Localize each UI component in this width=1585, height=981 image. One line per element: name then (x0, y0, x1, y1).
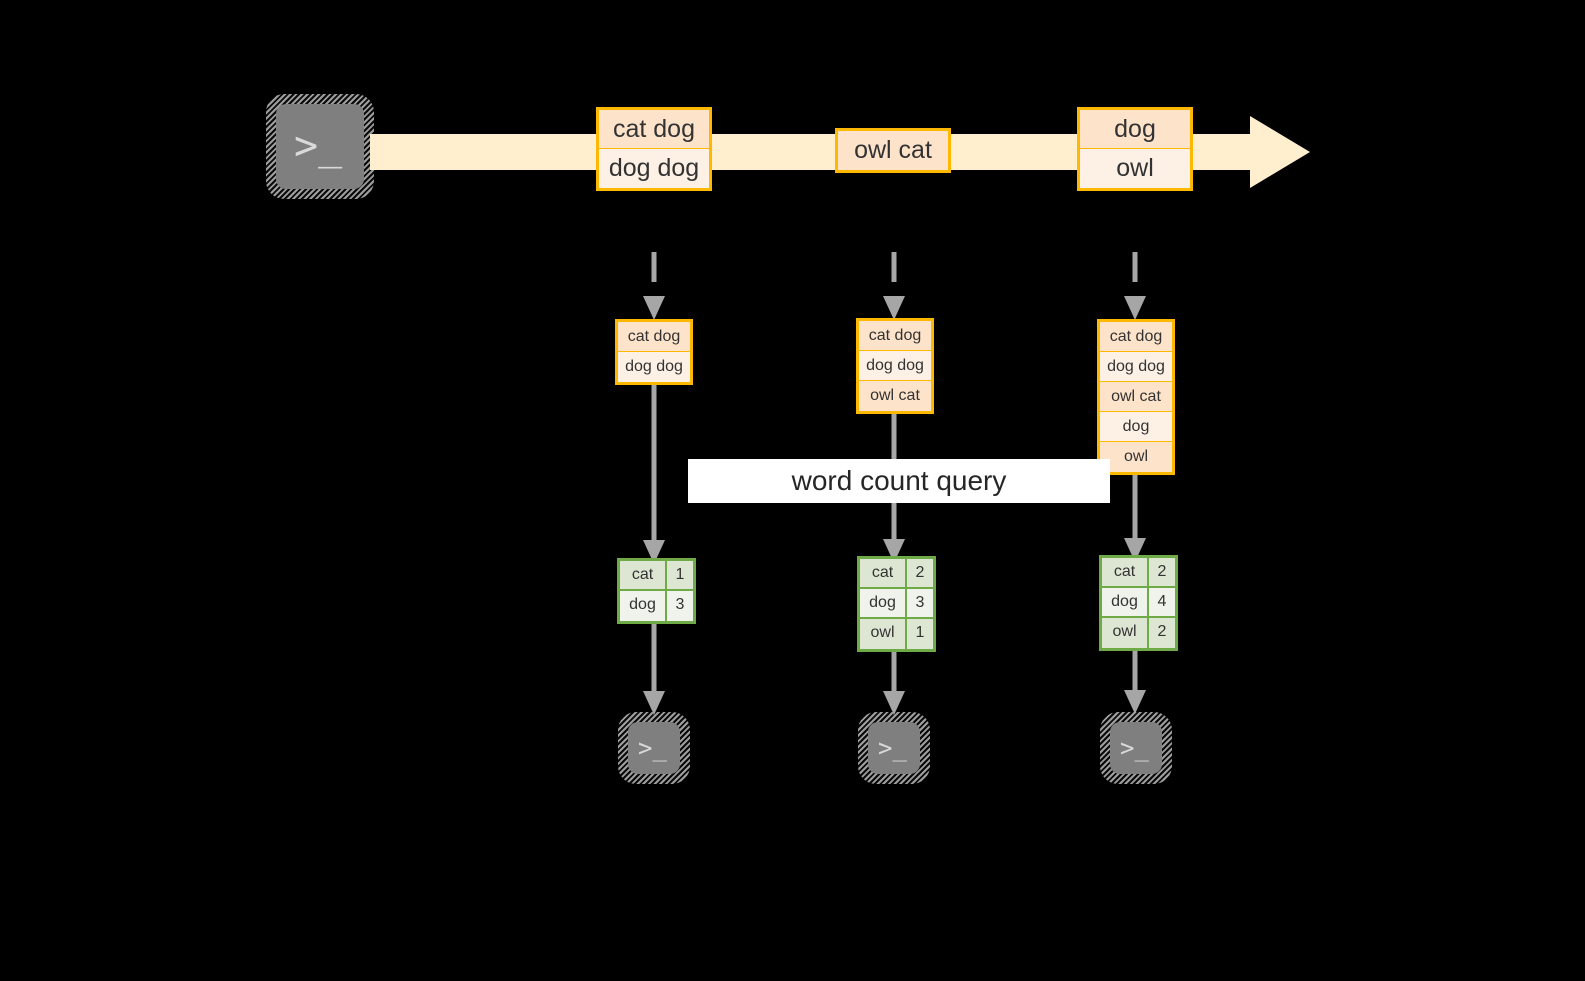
result-count: 3 (667, 591, 693, 621)
result-word: cat (620, 561, 667, 589)
snapshot-3-input-connector (1124, 252, 1146, 320)
result-row: cat 1 (620, 561, 693, 591)
buffered-record: owl (1100, 442, 1172, 472)
buffered-record: dog (1100, 412, 1172, 442)
result-row: owl 1 (860, 619, 933, 649)
stream-event-line: dog (1080, 110, 1190, 149)
result-row: dog 4 (1102, 588, 1175, 618)
snapshot-1-query-connector (643, 384, 665, 564)
buffered-record: dog dog (859, 351, 931, 381)
result-count: 2 (907, 559, 933, 587)
result-word: cat (1102, 558, 1149, 586)
result-row: cat 2 (860, 559, 933, 589)
snapshot-2-result-table: cat 2 dog 3 owl 1 (857, 556, 936, 652)
stream-event-line: owl (1080, 149, 1190, 188)
terminal-body (868, 722, 920, 774)
terminal-body (1110, 722, 1162, 774)
snapshot-3-sink-connector (1124, 650, 1146, 714)
terminal-body (628, 722, 680, 774)
terminal-body (276, 104, 364, 189)
snapshot-3-result-table: cat 2 dog 4 owl 2 (1099, 555, 1178, 651)
stream-event-line: owl cat (838, 131, 948, 170)
result-word: dog (860, 589, 907, 617)
result-word: owl (860, 619, 907, 649)
result-row: owl 2 (1102, 618, 1175, 648)
snapshot-1-record-stack: cat dog dog dog (615, 319, 693, 385)
stream-event-line: dog dog (599, 149, 709, 188)
result-word: dog (1102, 588, 1149, 616)
snapshot-3-query-connector (1124, 474, 1146, 562)
snapshot-3-sink-terminal-icon: >_ (1100, 712, 1172, 784)
result-count: 2 (1149, 558, 1175, 586)
buffered-record: dog dog (618, 352, 690, 382)
result-row: cat 2 (1102, 558, 1175, 588)
result-word: owl (1102, 618, 1149, 648)
result-count: 1 (907, 619, 933, 649)
snapshot-2-sink-connector (883, 651, 905, 715)
result-row: dog 3 (860, 589, 933, 619)
result-count: 2 (1149, 618, 1175, 648)
result-word: dog (620, 591, 667, 621)
source-terminal-icon: >_ (266, 94, 374, 199)
snapshot-3-record-stack: cat dog dog dog owl cat dog owl (1097, 319, 1175, 475)
snapshot-1-sink-connector (643, 621, 665, 715)
buffered-record: cat dog (1100, 322, 1172, 352)
result-word: cat (860, 559, 907, 587)
result-row: dog 3 (620, 591, 693, 621)
result-count: 3 (907, 589, 933, 617)
stream-event-1: cat dog dog dog (596, 107, 712, 191)
terminal-prompt-glyph: >_ (1120, 734, 1149, 762)
snapshot-2-sink-terminal-icon: >_ (858, 712, 930, 784)
buffered-record: cat dog (618, 322, 690, 352)
snapshot-2-input-connector (883, 252, 905, 320)
buffered-record: dog dog (1100, 352, 1172, 382)
snapshot-2-record-stack: cat dog dog dog owl cat (856, 318, 934, 414)
stream-event-3: dog owl (1077, 107, 1193, 191)
terminal-prompt-glyph: >_ (878, 734, 907, 762)
snapshot-1-input-connector (643, 252, 665, 320)
stream-event-line: cat dog (599, 110, 709, 149)
result-count: 1 (667, 561, 693, 589)
buffered-record: owl cat (1100, 382, 1172, 412)
snapshot-1-result-table: cat 1 dog 3 (617, 558, 696, 624)
stream-event-2: owl cat (835, 128, 951, 173)
buffered-record: owl cat (859, 381, 931, 411)
query-label-band: word count query (688, 459, 1110, 503)
result-count: 4 (1149, 588, 1175, 616)
snapshot-1-sink-terminal-icon: >_ (618, 712, 690, 784)
buffered-record: cat dog (859, 321, 931, 351)
query-label-text: word count query (791, 465, 1007, 496)
terminal-prompt-glyph: >_ (638, 734, 667, 762)
terminal-prompt-glyph: >_ (294, 123, 343, 169)
